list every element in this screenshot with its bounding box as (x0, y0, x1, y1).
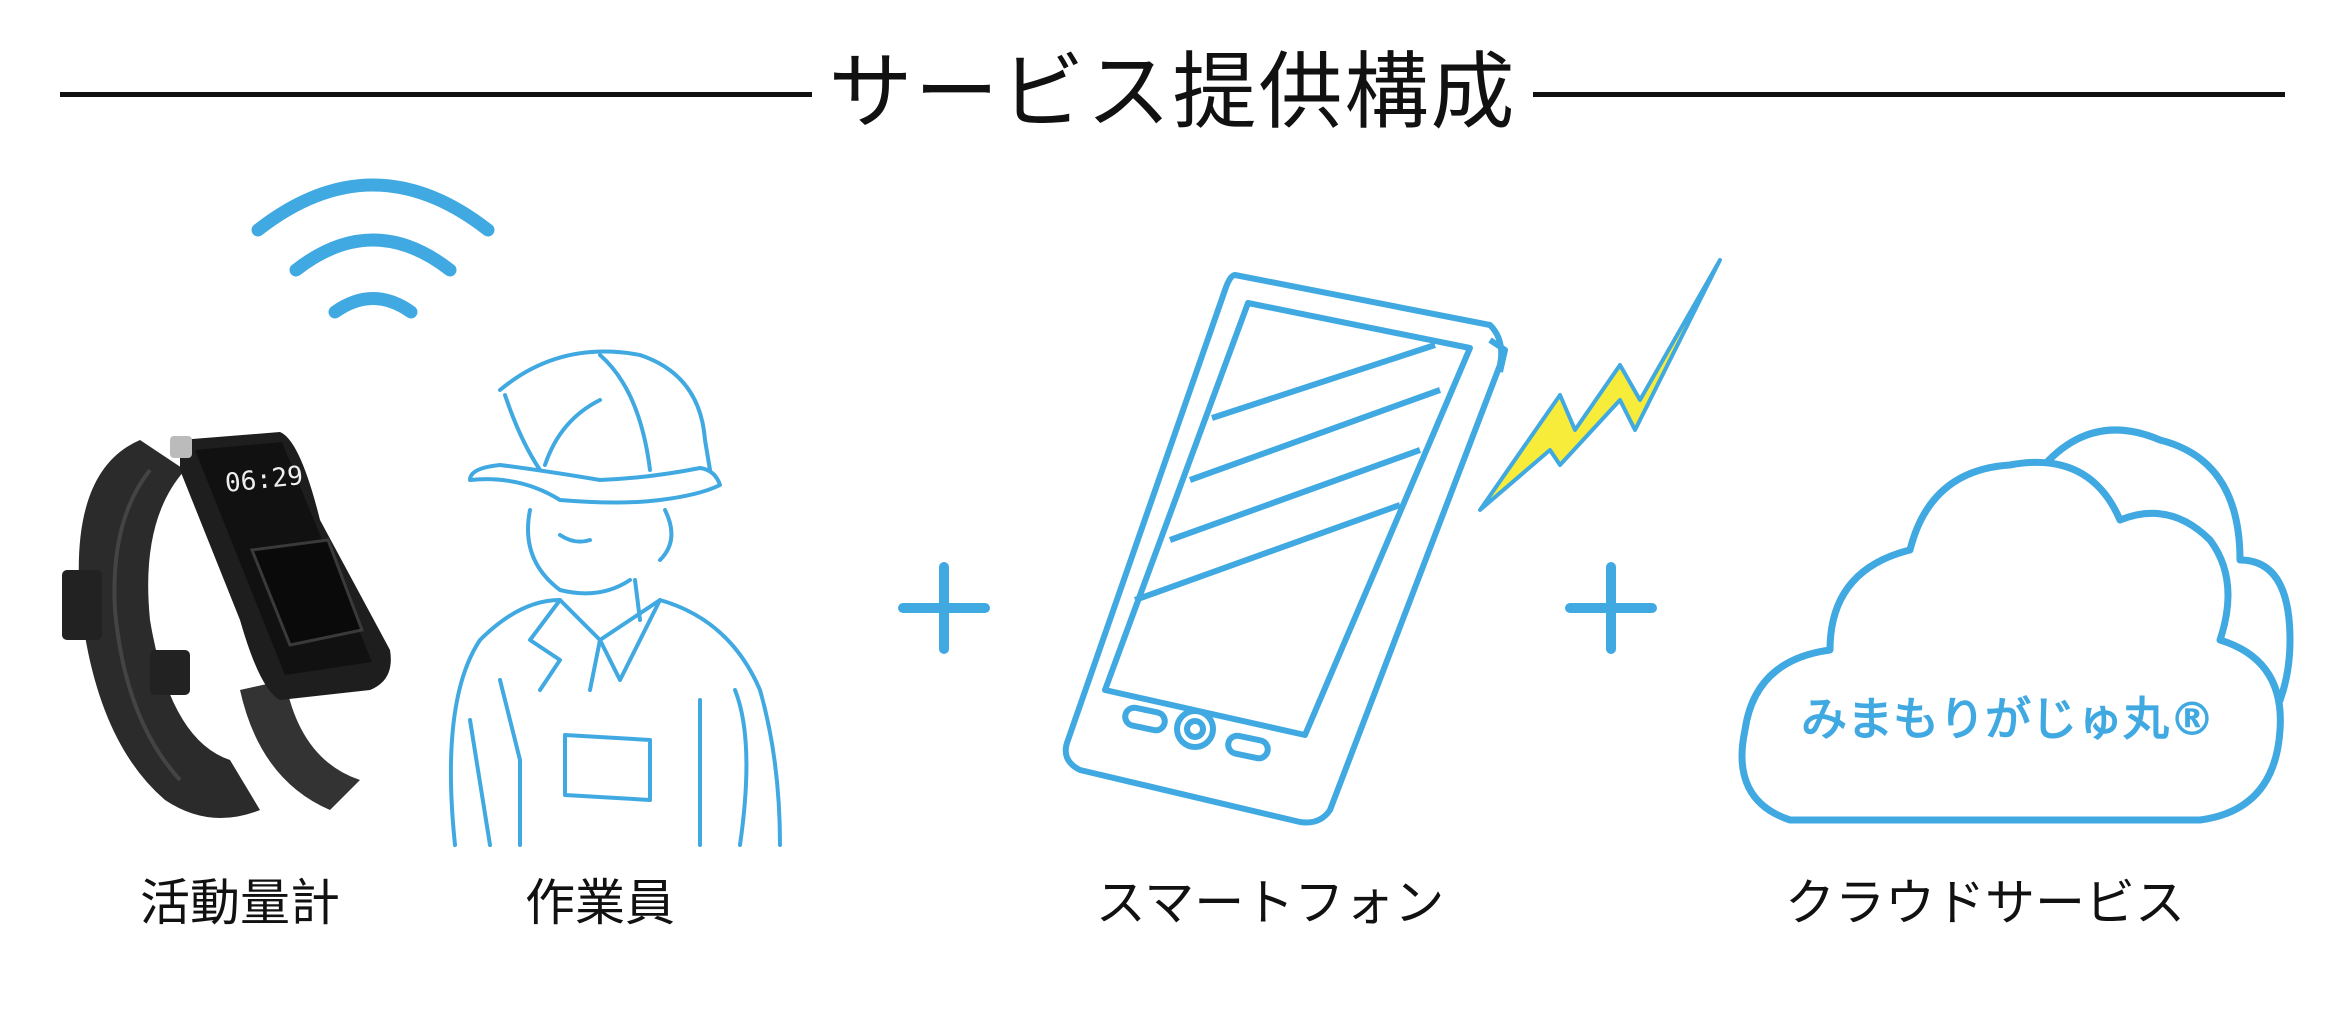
caption-smartphone: スマートフォン (1095, 874, 1445, 932)
activity-tracker-icon: 06:29 (62, 432, 391, 818)
cloud-service-label: みまもりがじゅ丸® (1801, 692, 2215, 746)
page-title: サービス提供構成 (828, 43, 1517, 141)
title-rule-left (60, 92, 812, 97)
caption-cloud-service: クラウドサービス (1785, 874, 2185, 932)
plus-icon-1 (898, 562, 990, 654)
smartphone-icon (1062, 272, 1508, 826)
cloud-icon (1738, 426, 2294, 824)
worker-icon (448, 349, 782, 847)
title-rule-right (1533, 92, 2285, 97)
caption-worker: 作業員 (525, 874, 675, 932)
caption-activity-tracker: 活動量計 (140, 874, 340, 932)
wifi-signal-icon (251, 178, 495, 319)
plus-icon-2 (1565, 562, 1657, 654)
lightning-bolt-icon (1478, 258, 1722, 512)
